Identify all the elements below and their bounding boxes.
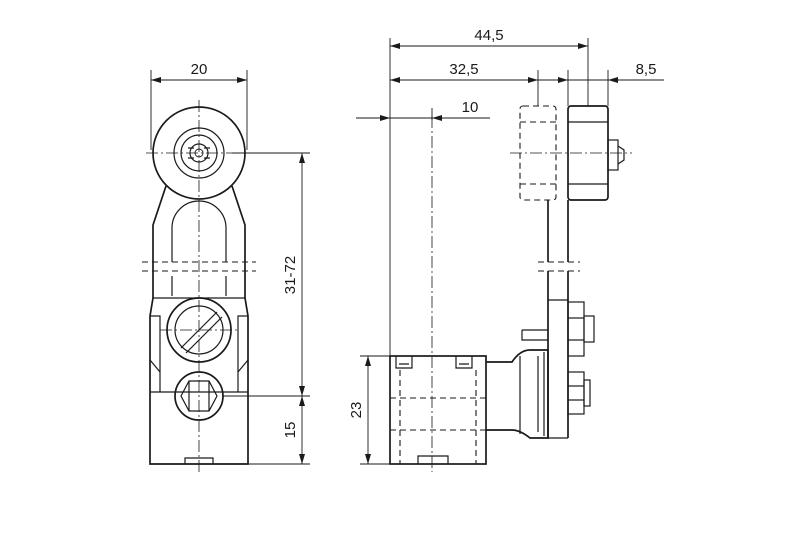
dim-roller-width: 20 (191, 61, 208, 78)
side-view (389, 105, 632, 472)
switch-body (389, 355, 487, 465)
dim-roller-width-side: 8,5 (636, 61, 657, 78)
dim-body-height: 23 (348, 402, 365, 419)
dim-lower-offset: 15 (282, 422, 299, 439)
dim-body-offset: 10 (462, 99, 479, 116)
side-dimensions: 44,5 32,5 8,5 10 23 (348, 27, 664, 465)
roller-side (567, 105, 625, 201)
dim-overall-width: 44,5 (474, 27, 503, 44)
arm-fasteners-side (521, 301, 595, 415)
front-dimensions: 20 31-72 15 (150, 61, 310, 465)
dim-arm-length: 31-72 (282, 256, 299, 294)
actuator-housing (486, 349, 549, 439)
lever-arm-front (142, 185, 256, 465)
front-view (142, 100, 256, 472)
dim-shaft-to-lever: 32,5 (449, 61, 478, 78)
